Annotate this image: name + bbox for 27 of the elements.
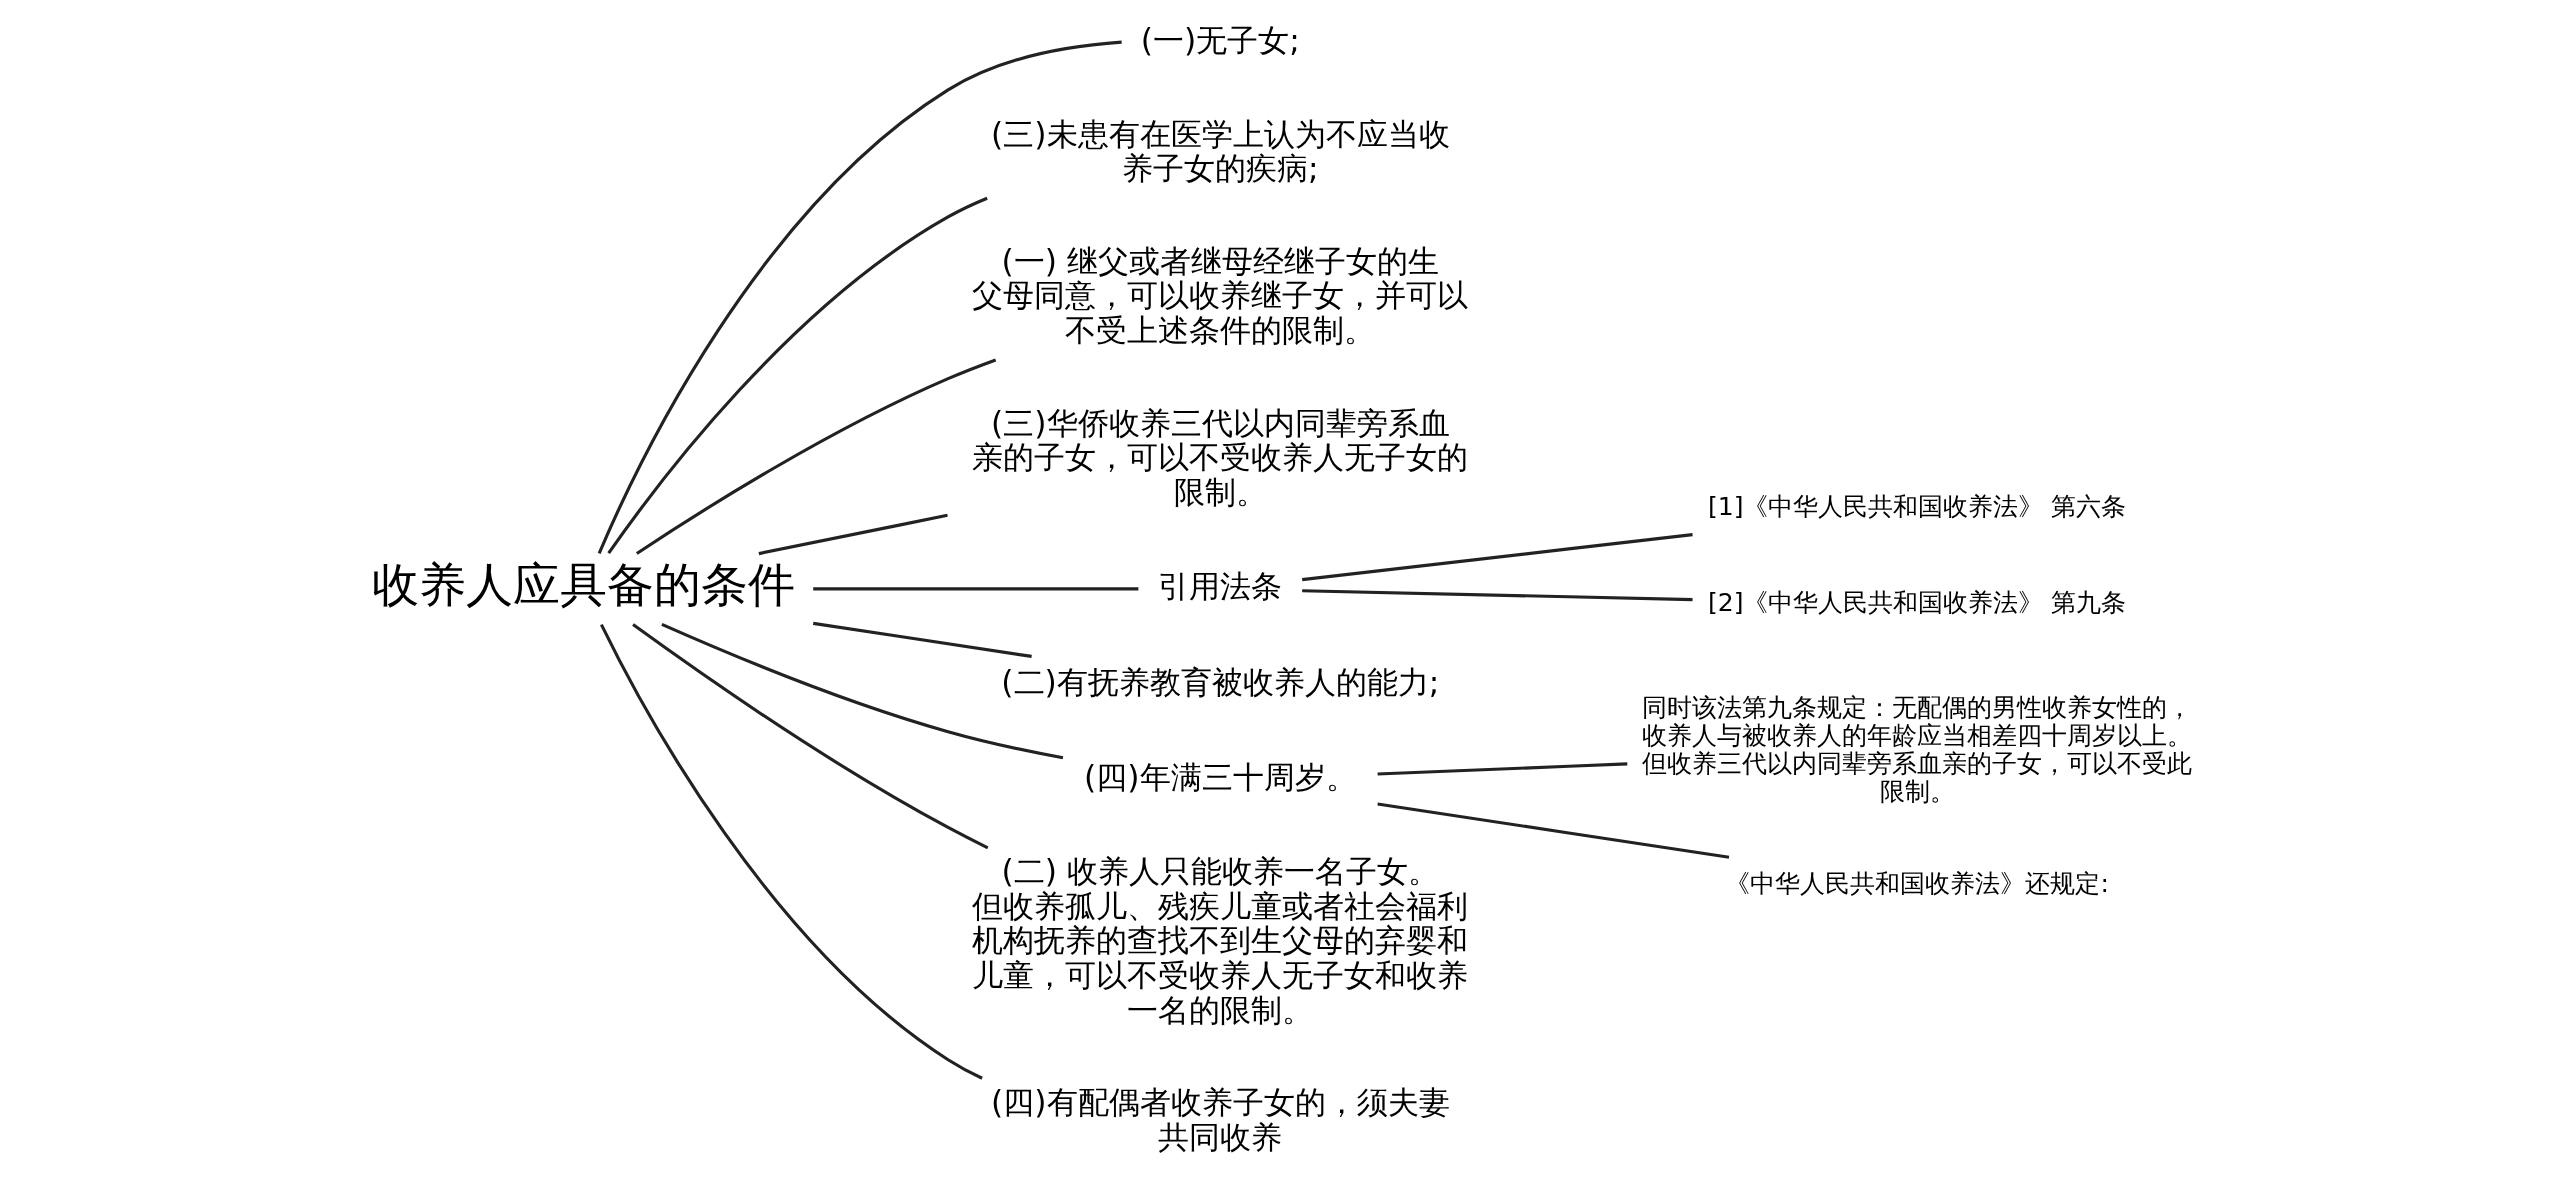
connector	[1377, 802, 1730, 859]
connector	[1302, 589, 1693, 602]
connector	[813, 587, 1139, 591]
connector	[597, 40, 1122, 554]
node-text: 引用法条	[1158, 567, 1283, 604]
node-text: (二)有抚养教育被收养人的能力;	[1001, 663, 1440, 700]
node-text: 同时该法第九条规定：无配偶的男性收养女性的，收养人与被收养人的年龄应当相差四十周岁以上。但收养三代以内同辈旁系血亲的子女，可以不受此限制。	[1642, 692, 2193, 807]
connector	[758, 513, 948, 556]
connector	[1302, 533, 1693, 582]
node-text: [2]《中华人民共和国收养法》 第九条	[1707, 587, 2127, 617]
node-text: (四)有配偶者收养子女的，须夫妻共同收养	[991, 1084, 1450, 1155]
node-text: (四)年满三十周岁。	[1084, 759, 1357, 796]
node-text: (一) 继父或者继母经继子女的生父母同意，可以收养继子女，并可以不受上述条件的限制。	[972, 242, 1469, 348]
node-text: (三)华侨收养三代以内同辈旁系血亲的子女，可以不受收养人无子女的限制。	[972, 404, 1469, 510]
connector	[661, 622, 1064, 760]
node-text: [1]《中华人民共和国收养法》 第六条	[1707, 491, 2127, 521]
connector	[607, 196, 988, 555]
node-text: (一)无子女;	[1140, 21, 1300, 58]
node-text: 《中华人民共和国收养法》还规定:	[1725, 868, 2109, 898]
connector	[599, 623, 983, 1080]
connector	[813, 621, 1032, 658]
node-text: (二) 收养人只能收养一名子女。但收养孤儿、残疾儿童或者社会福利机构抚养的查找不到生父母的弃婴和儿童，可以不受收养人无子女和收养一名的限制。	[972, 853, 1469, 1028]
connector	[1377, 762, 1628, 776]
node-text: (三)未患有在医学上认为不应当收养子女的疾病;	[991, 115, 1450, 187]
connector	[632, 623, 989, 850]
connector	[636, 358, 997, 555]
node-text: 收养人应具备的条件	[371, 556, 795, 612]
